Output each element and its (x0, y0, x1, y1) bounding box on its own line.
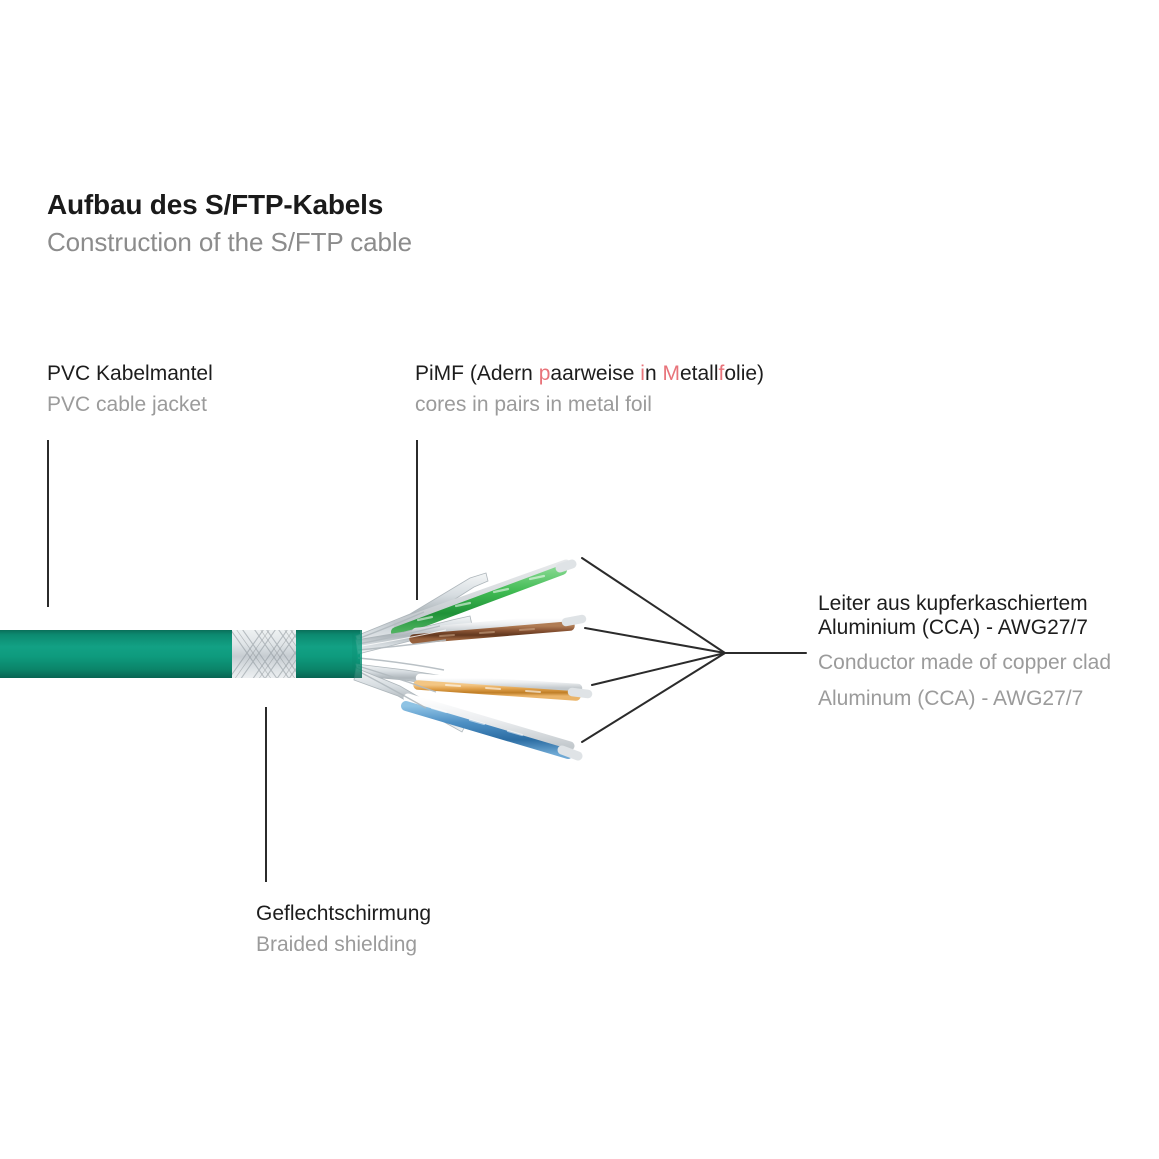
pimf-highlight-f: f (718, 362, 725, 385)
label-pvc-jacket-english: PVC cable jacket (47, 393, 207, 417)
green-pair (355, 559, 577, 651)
label-pimf: PiMF (Adern paarweise in Metallfolie) co… (415, 360, 764, 419)
pimf-text-prefix: PiMF (Adern (415, 362, 539, 385)
leader-line-pimf (416, 440, 418, 600)
label-pvc-jacket: PVC Kabelmantel PVC cable jacket (47, 360, 213, 419)
leader-line-pvc-jacket (47, 440, 49, 607)
pimf-highlight-i: i (640, 362, 645, 385)
blue-pair-colored-wire (401, 701, 573, 759)
pimf-text-mid1: aarweise (550, 362, 641, 385)
pimf-text-suffix: olie) (724, 362, 765, 385)
brown-pair-white-wire (411, 613, 577, 637)
title-german: Aufbau des S/FTP-Kabels (47, 189, 384, 220)
cable-illustration (0, 559, 593, 761)
label-braided-shielding-english: Braided shielding (256, 933, 418, 957)
green-pair-colored-wire (391, 565, 567, 637)
brown-pair (355, 613, 587, 655)
pimf-highlight-p: p (538, 362, 551, 385)
foil-shield-wisps (357, 611, 447, 709)
label-conductor-german-line1: Leiter aus kupferkaschiertem (818, 592, 1088, 615)
title-english: Construction of the S/FTP cable (47, 227, 412, 258)
blue-pair-white-wire (403, 693, 575, 751)
label-pimf-english: cores in pairs in metal foil (415, 393, 652, 417)
label-pimf-german: PiMF (Adern paarweise in Metallfolie) (415, 360, 764, 387)
orange-pair (355, 663, 593, 701)
pvc-jacket-left (0, 630, 234, 678)
label-conductor-german-line2: Aluminium (CCA) - AWG27/7 (818, 616, 1088, 640)
page-title: Aufbau des S/FTP-Kabels Construction of … (47, 188, 412, 258)
label-braided-shielding: Geflechtschirmung Braided shielding (256, 900, 431, 959)
pimf-text-mid3: etall (679, 362, 719, 385)
pimf-highlight-m: M (662, 362, 680, 385)
label-conductor-english-line1: Conductor made of copper clad (818, 650, 1112, 674)
label-braided-shielding-german: Geflechtschirmung (256, 902, 432, 925)
orange-pair-white-wire (415, 673, 583, 693)
jacket-end-shading (330, 630, 362, 678)
label-pvc-jacket-german: PVC Kabelmantel (47, 362, 213, 385)
leader-line-braided-shielding (265, 707, 267, 882)
braided-shield-window (232, 630, 298, 678)
foil-shield-wisps-light (361, 629, 447, 677)
label-conductor: Leiter aus kupferkaschiertem Aluminium (… (818, 592, 1148, 714)
label-conductor-english-line2: Aluminum (CCA) - AWG27/7 (818, 687, 1084, 711)
orange-pair-colored-wire (413, 680, 581, 701)
pimf-text-mid2: n (644, 362, 663, 385)
